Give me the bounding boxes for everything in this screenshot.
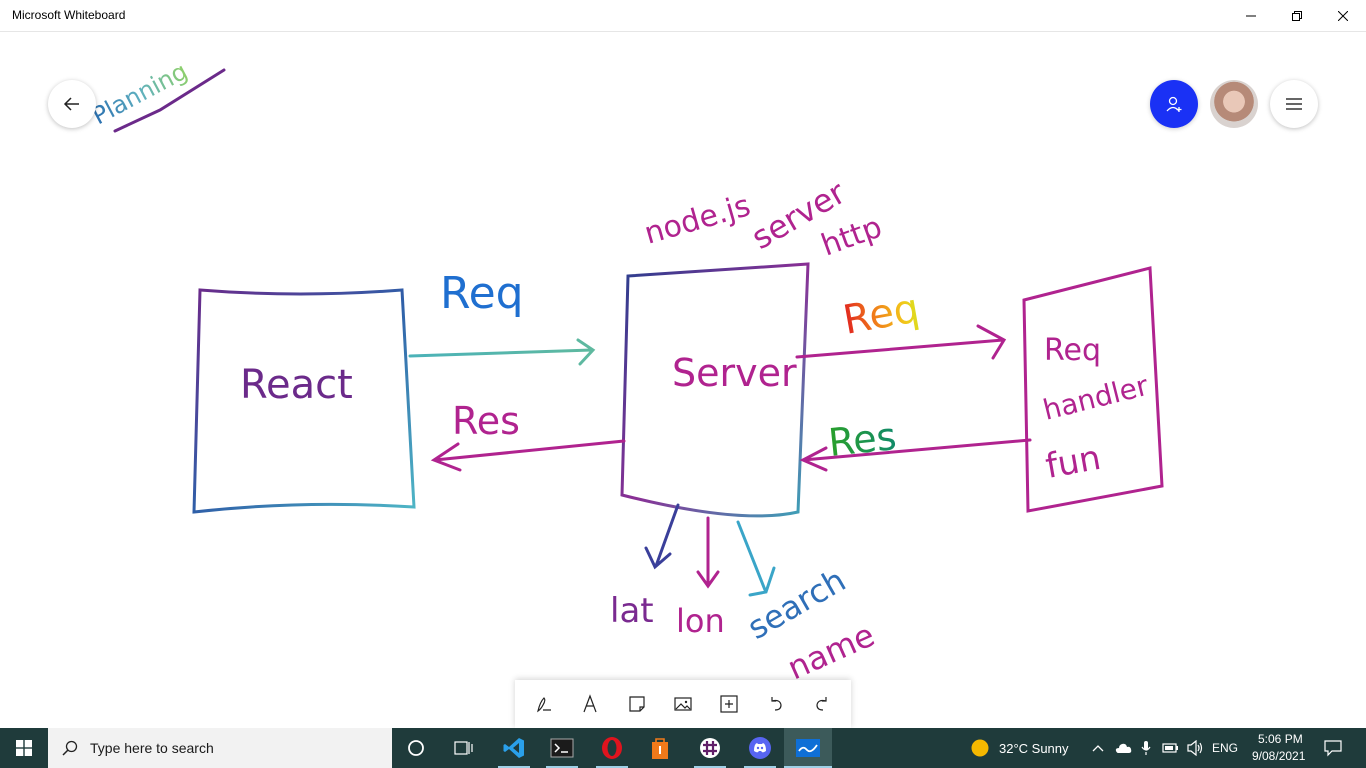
name-label: name — [782, 616, 880, 688]
user-avatar[interactable] — [1210, 80, 1258, 128]
taskbar-search[interactable]: Type here to search — [48, 728, 392, 768]
vscode-icon — [503, 738, 524, 758]
microphone-icon[interactable] — [1141, 740, 1151, 756]
start-button[interactable] — [0, 728, 48, 768]
image-icon — [674, 697, 692, 711]
note-tool-button[interactable] — [617, 684, 657, 724]
res-arrow-left — [430, 439, 626, 472]
language-indicator[interactable]: ENG — [1212, 741, 1239, 755]
image-tool-button[interactable] — [663, 684, 703, 724]
close-icon — [1338, 11, 1348, 21]
react-box — [192, 288, 416, 514]
taskbar: Type here to search — [0, 728, 1366, 768]
req-top-label: Req — [440, 268, 524, 319]
handler-line-2: handler — [1040, 369, 1152, 427]
battery-icon[interactable] — [1162, 741, 1180, 755]
lon-label: lon — [676, 602, 725, 640]
res-right-label: Res — [826, 414, 898, 465]
lat-label: lat — [610, 591, 654, 631]
redo-icon — [816, 697, 827, 711]
restore-button[interactable] — [1274, 0, 1320, 32]
pen-tool-button[interactable] — [524, 684, 564, 724]
cortana-icon — [408, 740, 424, 756]
task-view-icon — [454, 741, 473, 755]
close-button[interactable] — [1320, 0, 1366, 32]
server-label: Server — [672, 351, 797, 395]
hamburger-icon — [1286, 98, 1302, 110]
add-person-icon — [1166, 96, 1182, 112]
notification-icon[interactable] — [1324, 739, 1342, 757]
add-icon — [720, 695, 738, 713]
undo-button[interactable] — [756, 684, 796, 724]
running-indicator — [784, 766, 832, 768]
redo-button[interactable] — [802, 684, 842, 724]
windows-icon — [16, 740, 32, 756]
search-placeholder: Type here to search — [90, 740, 214, 756]
terminal-app[interactable] — [538, 728, 586, 768]
req-right-label: Req — [840, 285, 923, 343]
chevron-up-icon[interactable] — [1092, 744, 1104, 752]
running-indicator — [546, 766, 578, 768]
text-icon — [583, 694, 597, 713]
running-indicator — [694, 766, 726, 768]
search-icon — [62, 740, 78, 756]
title-bar: Microsoft Whiteboard — [0, 0, 1366, 32]
restore-icon — [1292, 11, 1302, 21]
slack-app[interactable] — [686, 728, 734, 768]
ink-toolbar — [515, 680, 851, 728]
invite-button[interactable] — [1150, 80, 1198, 128]
nodejs-label: node.js — [641, 188, 755, 252]
opera-app[interactable] — [588, 728, 636, 768]
back-button[interactable] — [48, 80, 96, 128]
whiteboard-icon — [796, 739, 820, 757]
text-tool-button[interactable] — [570, 684, 610, 724]
cortana-button[interactable] — [392, 728, 440, 768]
running-indicator — [596, 766, 628, 768]
task-view-button[interactable] — [440, 728, 488, 768]
title-underline — [113, 68, 226, 133]
handler-line-3: fun — [1043, 438, 1104, 487]
terminal-icon — [550, 738, 574, 758]
running-indicator — [498, 766, 530, 768]
ink-layer: Planning React Server Req handler fun Re… — [88, 57, 1164, 688]
handler-line-1: Req — [1044, 333, 1101, 368]
whiteboard-canvas[interactable]: Planning React Server Req handler fun Re… — [0, 32, 1366, 728]
search-arrow — [736, 520, 776, 597]
req-arrow-right — [795, 324, 1007, 360]
bag-icon — [652, 738, 668, 759]
sun-icon — [971, 739, 989, 757]
discord-icon — [749, 737, 771, 759]
volume-icon[interactable] — [1186, 740, 1204, 756]
arrow-left-icon — [63, 97, 79, 111]
clock-date[interactable]: 9/08/2021 — [1252, 749, 1306, 763]
running-indicator — [744, 766, 776, 768]
menu-button[interactable] — [1270, 80, 1318, 128]
add-tool-button[interactable] — [709, 684, 749, 724]
res-arrow-right — [799, 438, 1032, 472]
undo-icon — [770, 697, 782, 711]
lat-arrow — [644, 503, 680, 570]
weather-text[interactable]: 32°C Sunny — [999, 741, 1069, 756]
server-box — [620, 262, 810, 518]
cloud-icon[interactable] — [1114, 742, 1132, 754]
vscode-app[interactable] — [490, 728, 538, 768]
window-title: Microsoft Whiteboard — [12, 8, 126, 22]
whiteboard-taskbar-app[interactable] — [784, 728, 832, 768]
react-label: React — [240, 362, 353, 408]
slack-icon — [700, 738, 720, 758]
minimize-icon — [1246, 15, 1256, 17]
res-left-label: Res — [452, 399, 520, 443]
req-arrow-left — [408, 338, 596, 366]
store-app[interactable] — [636, 728, 684, 768]
lon-arrow — [696, 516, 720, 589]
opera-icon — [602, 737, 622, 759]
minimize-button[interactable] — [1228, 0, 1274, 32]
discord-app[interactable] — [736, 728, 784, 768]
clock-time[interactable]: 5:06 PM — [1258, 732, 1303, 746]
pen-icon — [537, 697, 552, 713]
note-icon — [629, 696, 645, 712]
